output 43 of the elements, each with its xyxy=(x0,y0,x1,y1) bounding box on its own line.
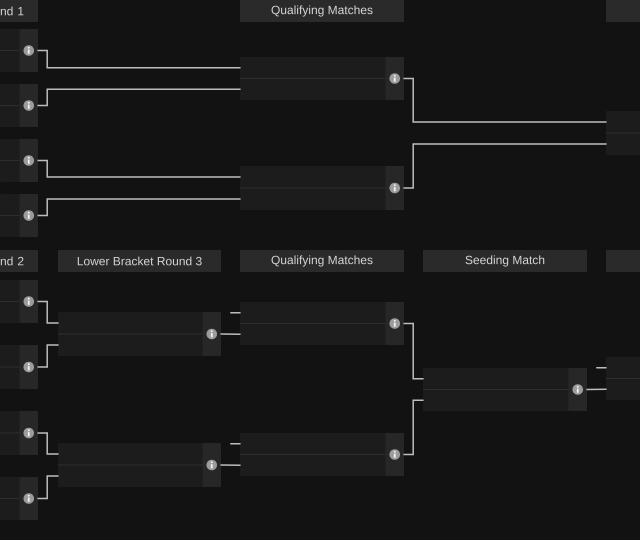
connector-line xyxy=(596,367,607,368)
match-box xyxy=(0,194,38,237)
column-header xyxy=(606,0,640,22)
match-box xyxy=(240,166,404,210)
match-box xyxy=(0,477,38,520)
match-box xyxy=(0,411,38,455)
connector-line xyxy=(403,322,424,380)
connector-line xyxy=(220,333,241,335)
match-box xyxy=(240,433,404,476)
match-box xyxy=(0,345,38,389)
connector-line xyxy=(37,300,59,324)
match-box xyxy=(240,57,404,100)
match-box xyxy=(0,84,38,127)
column-header: Qualifying Matches xyxy=(240,250,404,272)
connector-line xyxy=(403,143,607,189)
connector-line xyxy=(586,388,607,390)
match-box xyxy=(240,302,404,345)
column-header xyxy=(606,250,640,272)
column-header: Qualifying Matches xyxy=(240,0,404,22)
match-box xyxy=(58,443,221,487)
column-header: Seeding Match xyxy=(423,250,587,272)
connector-line xyxy=(220,464,241,466)
connector-line xyxy=(37,160,241,178)
match-box xyxy=(606,357,640,400)
connector-line xyxy=(37,198,241,216)
connector-line xyxy=(37,432,59,455)
connector-line xyxy=(403,78,607,123)
connector-line xyxy=(230,312,241,314)
match-box xyxy=(0,280,38,323)
connector-line xyxy=(37,344,59,368)
match-box xyxy=(422,368,587,411)
match-box xyxy=(0,29,38,72)
match-box xyxy=(0,139,38,182)
connector-line xyxy=(37,475,59,500)
connector-line xyxy=(403,400,424,456)
column-header: nd 1 xyxy=(0,0,38,22)
column-header: nd 2 xyxy=(0,250,38,272)
connector-line xyxy=(37,88,241,106)
connector-line xyxy=(230,443,241,444)
connector-line xyxy=(37,50,241,68)
match-box xyxy=(606,111,640,155)
column-header: Lower Bracket Round 3 xyxy=(58,250,221,272)
match-box xyxy=(58,312,221,356)
